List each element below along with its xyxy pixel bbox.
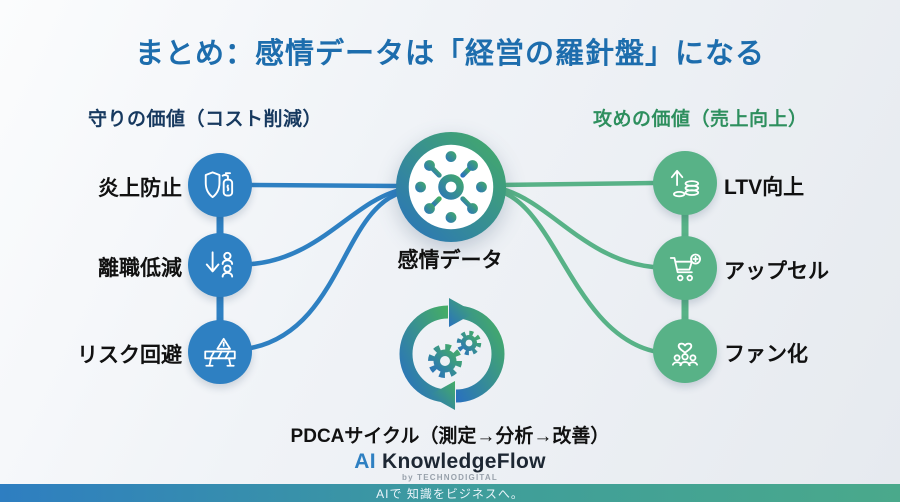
bottom-tagline-bar: AIで 知識をビジネスへ。 bbox=[0, 484, 900, 502]
logo: AI KnowledgeFlow bbox=[0, 450, 900, 474]
pdca-label: PDCAサイクル（測定→分析→改善） bbox=[290, 426, 610, 447]
node-ltv-growth bbox=[653, 151, 717, 215]
shield-extinguisher-icon bbox=[201, 166, 239, 204]
emotion-data-hub bbox=[395, 131, 507, 248]
label-ltv-growth: LTV向上 bbox=[724, 176, 805, 199]
person-attrition-down-icon bbox=[201, 246, 239, 284]
node-fan-conversion bbox=[653, 319, 717, 383]
node-upsell bbox=[653, 236, 717, 300]
node-turnover-reduction bbox=[188, 233, 252, 297]
right-section-header: 攻めの価値（売上向上） bbox=[593, 109, 808, 130]
hub-label: 感情データ bbox=[397, 249, 503, 272]
logo-ai-text: AI bbox=[354, 450, 376, 473]
connector-left-1 bbox=[249, 182, 403, 189]
logo-name-text: KnowledgeFlow bbox=[382, 450, 546, 473]
page-title: まとめ：感情データは「経営の羅針盤」になる bbox=[134, 38, 765, 70]
node-risk-avoidance bbox=[188, 320, 252, 384]
pdca-cycle bbox=[397, 297, 507, 418]
logo-byline: by TECHNODIGITAL bbox=[402, 473, 498, 482]
label-flame-prevention: 炎上防止 bbox=[98, 177, 182, 200]
construction-barrier-icon bbox=[201, 333, 239, 371]
label-fan-conversion: ファン化 bbox=[724, 343, 808, 366]
connector-right-1 bbox=[499, 180, 656, 188]
coins-growth-icon bbox=[666, 164, 704, 202]
node-flame-prevention bbox=[188, 153, 252, 217]
cart-plus-icon bbox=[666, 249, 704, 287]
label-turnover-reduction: 離職低減 bbox=[98, 257, 182, 280]
fans-heart-icon bbox=[666, 332, 704, 370]
emotion-data-hub-icon bbox=[395, 131, 507, 247]
label-risk-avoidance: リスク回避 bbox=[77, 344, 182, 367]
tagline-text: AIで 知識をビジネスへ。 bbox=[376, 486, 524, 501]
pdca-cycle-gears-icon bbox=[397, 298, 507, 417]
label-upsell: アップセル bbox=[724, 260, 829, 283]
left-section-header: 守りの価値（コスト削減） bbox=[88, 109, 323, 130]
